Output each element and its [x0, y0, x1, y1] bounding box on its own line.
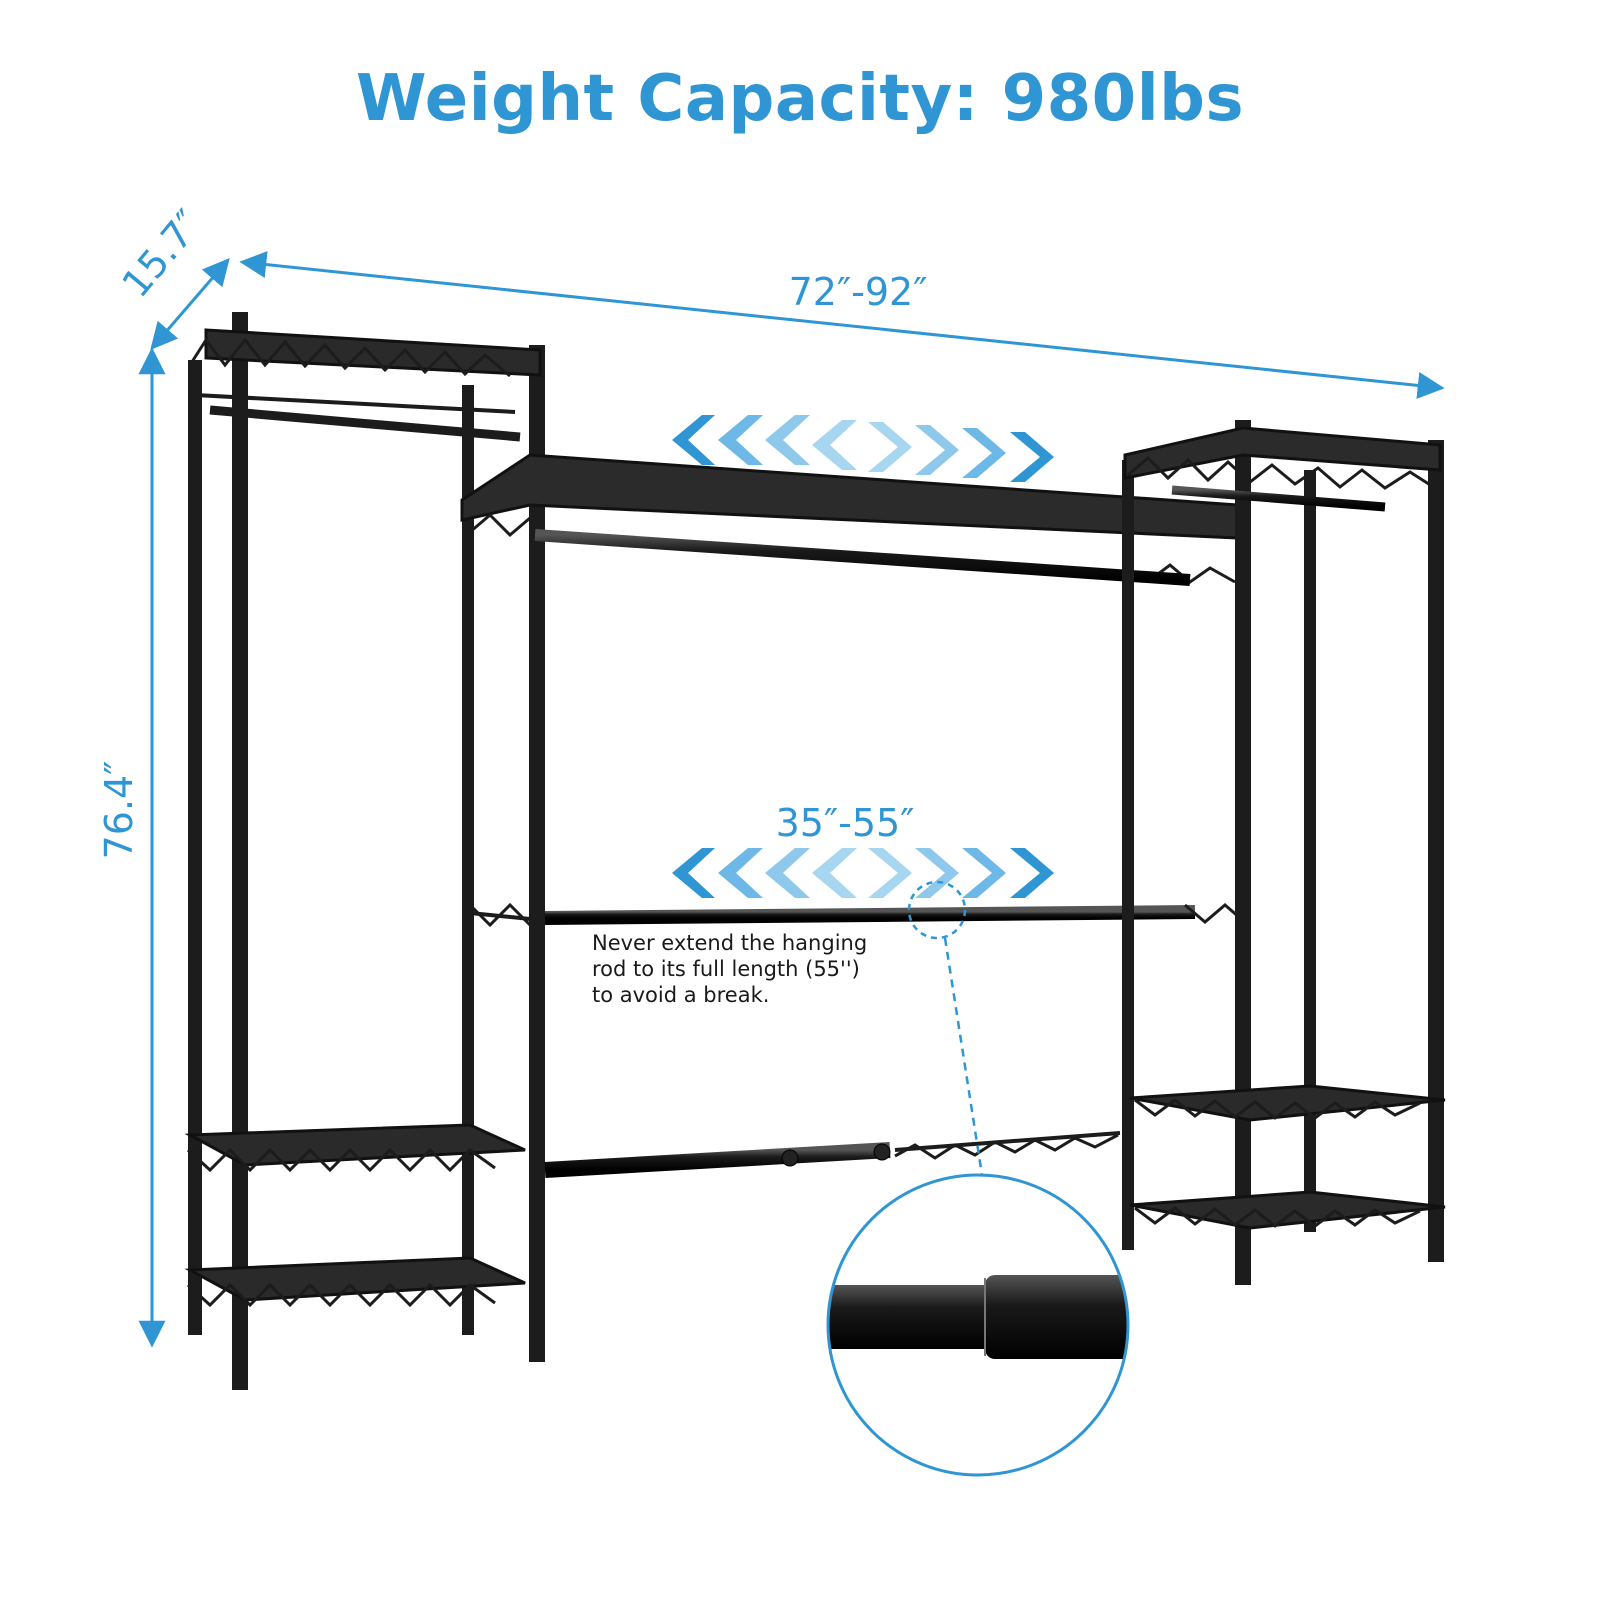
width-label: 72″-92″	[789, 270, 928, 314]
rod-length-label: 35″-55″	[776, 801, 915, 845]
magnifier-circle	[826, 1173, 1130, 1477]
chevron-right-arrows-middle	[868, 848, 1054, 898]
depth-label: 15.7″	[113, 202, 210, 306]
chevron-left-arrows-top	[672, 415, 857, 470]
right-tower	[1122, 420, 1446, 1285]
rod-joint-callout	[907, 880, 984, 1176]
chevron-left-arrows-middle	[672, 848, 857, 898]
chevron-right-arrows-top	[868, 422, 1054, 482]
warning-note-line: Never extend the hanging	[592, 931, 868, 955]
left-tower	[184, 312, 545, 1390]
height-label: 76.4″	[97, 761, 141, 860]
width-dimension-line	[239, 251, 1445, 399]
warning-note-line: to avoid a break.	[592, 983, 770, 1007]
weight-capacity-title: Weight Capacity: 980lbs	[355, 62, 1245, 136]
warning-note-line: rod to its full length (55'')	[592, 957, 860, 981]
warning-note: Never extend the hanging rod to its full…	[592, 930, 922, 1008]
depth-dimension-line	[150, 257, 230, 351]
